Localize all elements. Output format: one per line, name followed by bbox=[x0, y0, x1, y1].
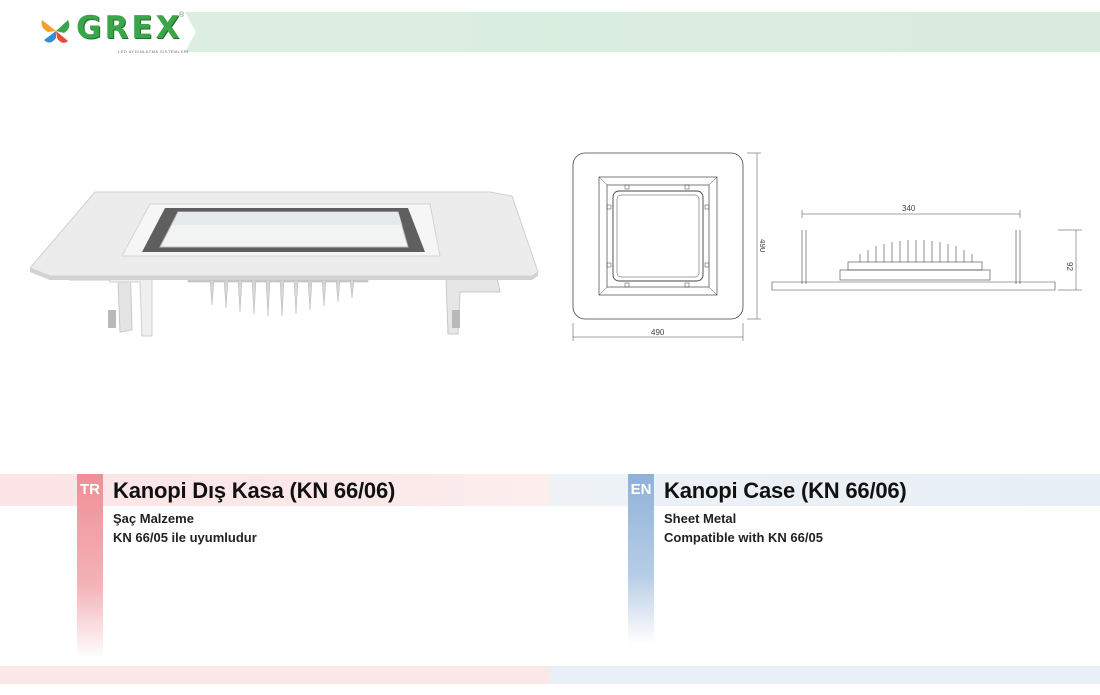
en-language-code: EN bbox=[630, 481, 652, 498]
side-view-height-label: 92 bbox=[1065, 262, 1074, 271]
en-material: Sheet Metal bbox=[664, 511, 737, 526]
tr-language-code: TR bbox=[80, 481, 100, 498]
tr-product-title: Kanopi Dış Kasa (KN 66/06) bbox=[113, 478, 396, 503]
en-compatibility: Compatible with KN 66/05 bbox=[664, 530, 823, 545]
tr-footer-band bbox=[0, 666, 550, 684]
logo-tagline: LED AYDINLATMA SİSTEMLERİ bbox=[118, 49, 189, 54]
logo-area bbox=[0, 12, 196, 52]
en-language-strip bbox=[628, 474, 654, 644]
en-footer-band bbox=[550, 666, 1100, 684]
top-view-height-label: 490 bbox=[758, 239, 765, 253]
top-view-drawing: 490 490 bbox=[572, 152, 765, 341]
tr-language-strip bbox=[77, 474, 103, 659]
product-photo bbox=[29, 191, 539, 337]
tr-compatibility: KN 66/05 ile uyumludur bbox=[113, 530, 257, 545]
logo-wordmark: GREX bbox=[76, 10, 183, 46]
side-view-drawing: 340 92 bbox=[771, 204, 1082, 291]
registered-mark: ® bbox=[179, 12, 185, 19]
top-view-width-label: 490 bbox=[651, 328, 665, 337]
side-view-width-label: 340 bbox=[902, 204, 916, 213]
tr-material: Şaç Malzeme bbox=[113, 511, 194, 526]
leaf-icon bbox=[41, 20, 70, 43]
en-product-title: Kanopi Case (KN 66/06) bbox=[664, 478, 907, 503]
